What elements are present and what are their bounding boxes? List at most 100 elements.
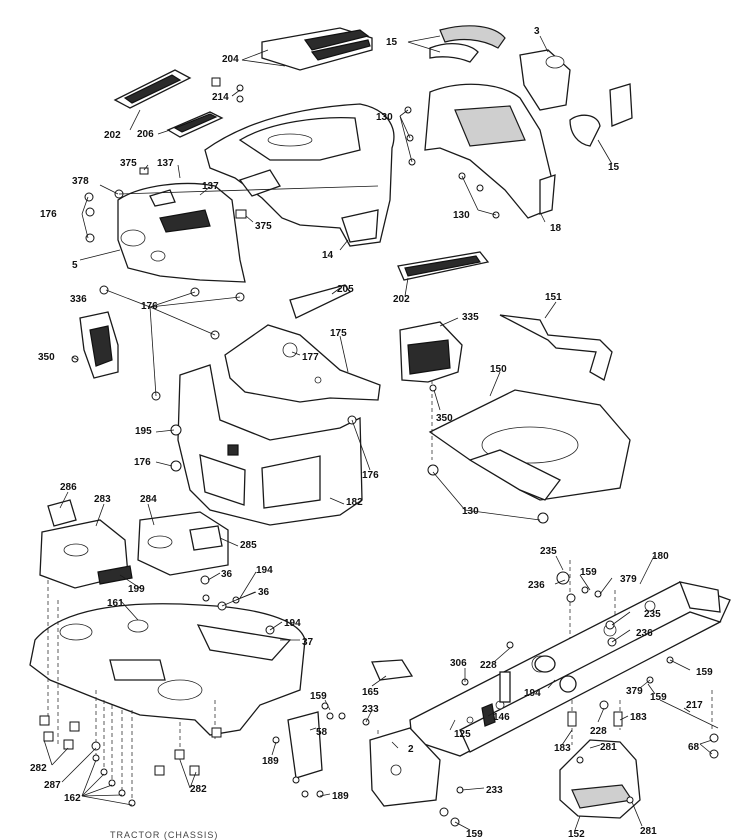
footer-caption: TRACTOR (CHASSIS) (110, 830, 218, 840)
callout-281-bottom: 281 (640, 826, 657, 837)
support-rod (499, 314, 613, 381)
leader-lines (43, 35, 713, 831)
callout-189-lower: 189 (332, 791, 349, 802)
callout-206: 206 (137, 129, 154, 140)
callout-15-right: 15 (608, 162, 620, 173)
callout-183: 183 (630, 712, 647, 723)
front-grille-insert (397, 251, 490, 281)
callout-18: 18 (550, 223, 562, 234)
callout-labels: 204 15 3 214 202 206 130 375 137 15 378 … (30, 26, 713, 840)
callout-37: 37 (302, 637, 314, 648)
hood-vent-panel (261, 27, 373, 71)
callout-165: 165 (362, 687, 379, 698)
callout-68: 68 (688, 742, 700, 753)
callout-151: 151 (545, 292, 562, 303)
callout-282: 282 (30, 763, 47, 774)
front-nose-housing (177, 364, 363, 526)
callout-161: 161 (107, 598, 124, 609)
callout-235: 235 (540, 546, 557, 557)
callout-150: 150 (490, 364, 507, 375)
callout-176-mid: 176 (141, 301, 158, 312)
callout-228-lower: 228 (590, 726, 607, 737)
hood-trim-strip (289, 284, 351, 319)
callout-199: 199 (128, 584, 145, 595)
hood-main (204, 103, 395, 247)
headlight-trim-top (429, 25, 506, 63)
callout-159: 159 (580, 567, 597, 578)
dash-console (117, 182, 246, 283)
callout-228: 228 (480, 660, 497, 671)
callout-175: 175 (330, 328, 347, 339)
callout-375-lower: 375 (255, 221, 272, 232)
callout-335: 335 (462, 312, 479, 323)
callout-285: 285 (240, 540, 257, 551)
headlight-lens-right (569, 83, 633, 147)
callout-375: 375 (120, 158, 137, 169)
callout-14: 14 (322, 250, 334, 261)
callout-214: 214 (212, 92, 229, 103)
callout-137: 137 (157, 158, 174, 169)
callout-281: 281 (600, 742, 617, 753)
callout-152: 152 (568, 829, 585, 840)
callout-2: 2 (408, 744, 414, 755)
callout-162: 162 (64, 793, 81, 804)
callout-284: 284 (140, 494, 157, 505)
grille-housing (424, 83, 556, 219)
callout-379-lower: 379 (626, 686, 643, 697)
callout-3: 3 (534, 26, 540, 37)
callout-202-lower: 202 (393, 294, 410, 305)
callout-176-left: 176 (134, 457, 151, 468)
callout-130-bottom: 130 (462, 506, 479, 517)
callout-236-right: 236 (636, 628, 653, 639)
callout-194: 194 (256, 565, 273, 576)
callout-177: 177 (302, 352, 319, 363)
callout-58: 58 (316, 727, 328, 738)
upper-fender-pieces (39, 499, 229, 589)
callout-282-right: 282 (190, 784, 207, 795)
callout-5: 5 (72, 260, 78, 271)
callout-159-bottom: 159 (466, 829, 483, 840)
callout-217: 217 (686, 700, 703, 711)
headlight-bracket (519, 49, 571, 111)
callout-15: 15 (386, 37, 398, 48)
callout-379: 379 (620, 574, 637, 585)
rod-217 (659, 699, 719, 729)
callout-283: 283 (94, 494, 111, 505)
callout-204: 204 (222, 54, 239, 65)
callout-194-fender: 194 (284, 618, 301, 629)
callout-182: 182 (346, 497, 363, 508)
callout-125: 125 (454, 729, 471, 740)
callout-130: 130 (376, 112, 393, 123)
floor-pan (428, 389, 631, 501)
callout-146: 146 (493, 712, 510, 723)
callout-202: 202 (104, 130, 121, 141)
callout-378: 378 (72, 176, 89, 187)
main-fender (29, 603, 306, 736)
callout-287: 287 (44, 780, 61, 791)
air-deflector (399, 321, 463, 383)
callout-130-right: 130 (453, 210, 470, 221)
callout-236: 236 (528, 580, 545, 591)
callout-205: 205 (337, 284, 354, 295)
callout-233-lower: 233 (486, 785, 503, 796)
callout-194-frame: 194 (524, 688, 541, 699)
link-165 (371, 659, 414, 681)
callout-233: 233 (362, 704, 379, 715)
small-brackets (481, 655, 577, 727)
callout-36: 36 (221, 569, 233, 580)
side-panel-left (79, 311, 119, 379)
dash-support-bracket (224, 324, 381, 403)
callout-137-lower: 137 (202, 181, 219, 192)
callout-159-right: 159 (696, 667, 713, 678)
callout-189: 189 (262, 756, 279, 767)
callout-306: 306 (450, 658, 467, 669)
callout-180: 180 (652, 551, 669, 562)
callout-183-lower: 183 (554, 743, 571, 754)
callout-176: 176 (40, 209, 57, 220)
callout-235-right: 235 (644, 609, 661, 620)
callout-176-right: 176 (362, 470, 379, 481)
side-grille-left (113, 69, 192, 109)
callout-195: 195 (135, 426, 152, 437)
hood-clips (166, 77, 244, 138)
